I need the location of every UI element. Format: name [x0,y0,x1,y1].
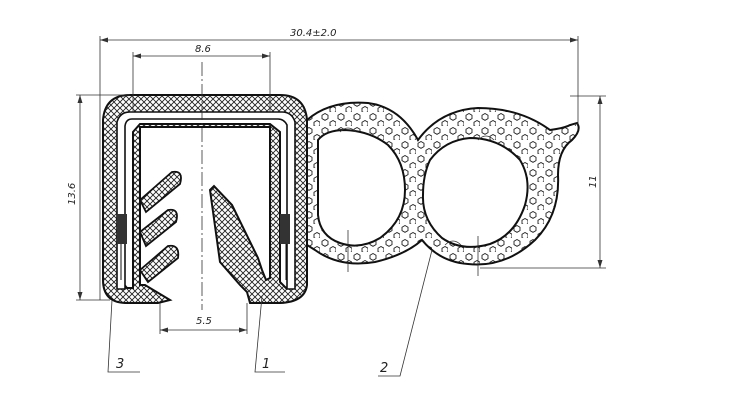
channel-top-label: 8.6 [195,44,211,55]
insert-right [280,214,290,244]
insert-left [117,214,127,244]
metal-carrier [116,111,296,290]
bulb-height-label: 11 [588,175,599,188]
left-height-label: 13.6 [67,183,78,205]
sponge-bulb [306,101,580,266]
dimension-left-height: 13.6 [67,94,130,301]
grip-fin-lower [138,244,180,284]
callout-3: 3 [107,299,140,373]
callout-1-label: 1 [262,357,270,372]
dimension-channel-top: 8.6 [132,44,271,112]
dimension-bulb-height: 11 [480,95,606,269]
grip-fin-middle [138,208,178,248]
callout-3-label: 3 [116,357,124,372]
channel-bottom-label: 5.5 [196,316,212,327]
callout-1: 1 [254,295,285,373]
grip-fin-upper [138,170,182,214]
callout-2: 2 [378,249,433,377]
callout-2-label: 2 [380,361,388,376]
dimension-channel-bottom: 5.5 [159,303,248,334]
dimension-overall-width: 30.4±2.0 [99,28,579,300]
overall-width-label: 30.4±2.0 [290,28,337,39]
channel-body [102,94,308,304]
